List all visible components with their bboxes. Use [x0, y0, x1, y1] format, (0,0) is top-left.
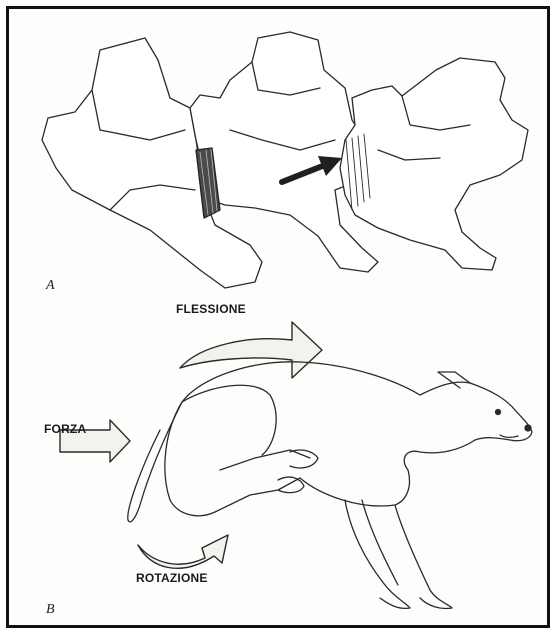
- panel-letter-a: A: [46, 278, 55, 294]
- rotation-label: ROTAZIONE: [136, 571, 208, 585]
- force-label: FORZA: [44, 422, 86, 436]
- flexion-label: FLESSIONE: [176, 302, 246, 316]
- vertebra-right: [340, 58, 528, 270]
- panel-letter-b: B: [46, 602, 55, 618]
- flexion-arrow: [180, 322, 322, 378]
- rotation-arrow: [138, 535, 228, 568]
